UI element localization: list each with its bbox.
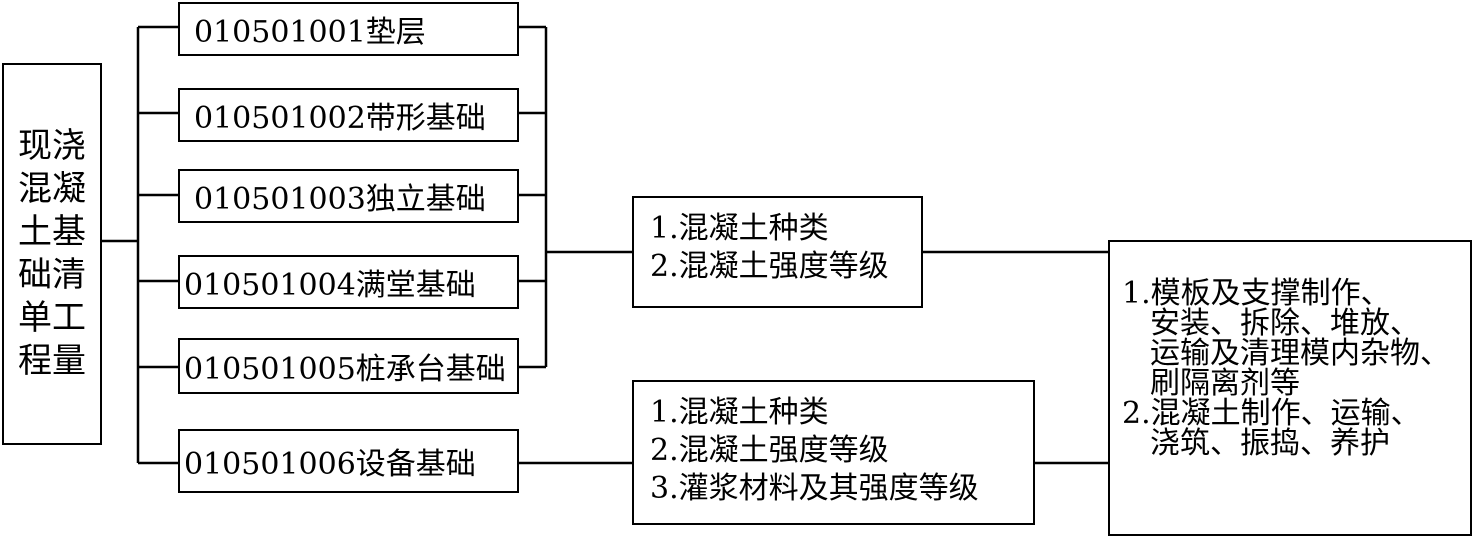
feature-box-group-2: 1.混凝土种类 2.混凝土强度等级 3.灌浆材料及其强度等级 [632, 380, 1035, 525]
work-line: 1.模板及支撑制作、 [1122, 276, 1391, 311]
work-line: 浇筑、振捣、养护 [1150, 426, 1390, 461]
feature-box-group-1: 1.混凝土种类 2.混凝土强度等级 [632, 196, 923, 308]
item-label: 010501003独立基础 [194, 182, 486, 217]
work-line: 安装、拆除、堆放、 [1150, 306, 1420, 341]
item-box-equipment-foundation: 010501006设备基础 [178, 429, 519, 493]
item-label: 010501005桩承台基础 [184, 352, 506, 387]
work-content-box: 1.模板及支撑制作、 安装、拆除、堆放、 运输及清理模内杂物、 刷隔离剂等 2.… [1108, 240, 1472, 536]
work-line: 运输及清理模内杂物、 [1150, 336, 1450, 371]
root-node: 现浇混凝土基础清单工程量 [2, 63, 102, 445]
item-box-cushion: 010501001垫层 [178, 2, 519, 56]
feature-line: 2.混凝土强度等级 [650, 433, 889, 468]
feature-line: 1.混凝土种类 [650, 395, 829, 430]
root-label: 现浇混凝土基础清单工程量 [18, 126, 86, 381]
work-line: 2.混凝土制作、运输、 [1122, 396, 1421, 431]
feature-line: 3.灌浆材料及其强度等级 [650, 471, 979, 506]
item-label: 010501001垫层 [194, 15, 426, 50]
item-box-strip-foundation: 010501002带形基础 [178, 88, 519, 142]
item-label: 010501002带形基础 [194, 101, 486, 136]
item-box-isolated-foundation: 010501003独立基础 [178, 169, 519, 223]
item-box-pile-cap-foundation: 010501005桩承台基础 [178, 338, 519, 394]
item-label: 010501004满堂基础 [184, 268, 476, 303]
feature-line: 1.混凝土种类 [650, 211, 829, 246]
item-label: 010501006设备基础 [184, 447, 476, 482]
item-box-raft-foundation: 010501004满堂基础 [178, 255, 519, 309]
work-line: 刷隔离剂等 [1150, 366, 1300, 401]
feature-line: 2.混凝土强度等级 [650, 249, 889, 284]
